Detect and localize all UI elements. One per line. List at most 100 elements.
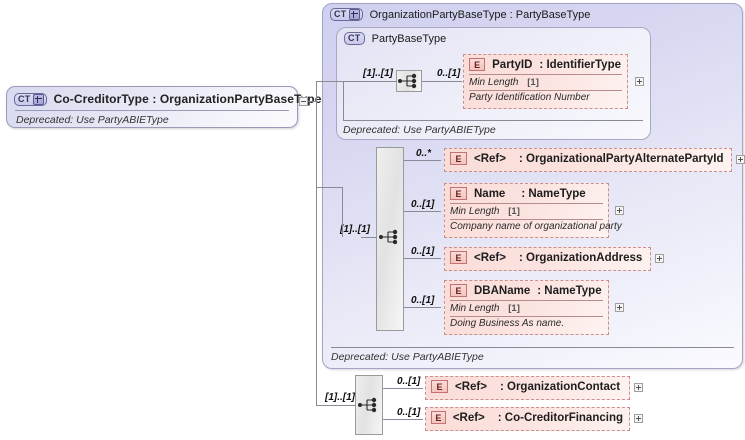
connector-branch-party-base (316, 81, 343, 82)
connector-root-stub (308, 101, 317, 102)
plus-icon[interactable] (348, 9, 360, 20)
connector-branch-mid-drop (342, 187, 343, 237)
party-base-type-annotation-divider (343, 120, 643, 121)
badge-text: CT (334, 9, 347, 19)
connector-ref-alternate (404, 160, 441, 161)
cardinality-organization-sequence: [1]..[1] (340, 224, 370, 235)
divider (15, 110, 289, 111)
element-badge-icon: E (431, 380, 448, 393)
divider (450, 203, 603, 204)
complex-type-badge-icon[interactable]: CT (330, 8, 363, 21)
group-header-organization-party-base-type: CT OrganizationPartyBaseType : PartyBase… (330, 8, 590, 21)
element-partyid-header: E PartyID : IdentifierType (464, 55, 627, 74)
element-type: : OrganizationContact (499, 380, 621, 393)
connector-name (404, 211, 441, 212)
connector-organization-contact (383, 388, 423, 389)
expander-name-plus-icon[interactable] (615, 206, 624, 215)
group-annotation: Deprecated: Use PartyABIEType (331, 351, 484, 363)
connector-branch-mid (316, 187, 342, 188)
element-badge-icon: E (450, 284, 467, 297)
root-type-header: CT Co-CreditorType : OrganizationPartyBa… (7, 87, 321, 110)
root-type-title: Co-CreditorType : OrganizationPartyBaseT… (53, 92, 322, 106)
element-type: : OrganizationAddress (518, 251, 643, 264)
expander-partyid-plus-icon[interactable] (635, 77, 644, 86)
cardinality-bottom-sequence: [1]..[1] (325, 392, 355, 403)
element-partyid-facet: Min Length [1] (464, 75, 627, 90)
plus-icon[interactable] (32, 93, 44, 105)
element-type: : Co-CreditorFinancing (497, 411, 623, 424)
element-header: E <Ref> : OrganizationContact (426, 377, 629, 396)
expander-dbaname-plus-icon[interactable] (615, 303, 624, 312)
connector-ref-address (404, 258, 441, 259)
sequence-icon (379, 229, 398, 245)
element-badge-icon: E (450, 187, 467, 200)
cardinality-dbaname: 0..[1] (411, 295, 435, 306)
element-ref-organization-address[interactable]: E <Ref> : OrganizationAddress (444, 247, 651, 271)
element-partyid-name: PartyID (492, 58, 533, 71)
cardinality-partyid: 0..[1] (437, 68, 461, 79)
expander-co-creditor-financing-plus-icon[interactable] (634, 414, 643, 423)
badge-text: CT (18, 93, 31, 104)
element-partyid-type: : IdentifierType (539, 58, 621, 71)
party-base-type-title: PartyBaseType (371, 32, 447, 45)
element-badge-icon: E (431, 411, 446, 424)
element-name: <Ref> (455, 380, 487, 393)
collapse-toggle-minus-icon[interactable] (299, 97, 308, 106)
element-partyid[interactable]: E PartyID : IdentifierType Min Length [1… (463, 54, 628, 109)
element-type: : OrganizationalPartyAlternatePartyId (518, 152, 724, 165)
element-type: : NameType (521, 187, 586, 200)
facet-value: [1] (508, 303, 520, 314)
sequence-icon (398, 73, 417, 89)
divider (469, 90, 622, 91)
badge-text: CT (348, 33, 361, 43)
complex-type-badge-icon[interactable]: CT (14, 92, 47, 106)
complex-type-badge-icon[interactable]: CT (344, 32, 365, 45)
element-header: E <Ref> : Co-CreditorFinancing (426, 408, 629, 427)
party-base-type-annotation: Deprecated: Use PartyABIEType (343, 124, 496, 136)
root-type-box-co-creditor-type[interactable]: CT Co-CreditorType : OrganizationPartyBa… (6, 86, 321, 128)
cardinality-name: 0..[1] (411, 199, 435, 210)
element-name-box[interactable]: E Name : NameType Min Length [1] Company… (444, 183, 622, 238)
facet-label: Min Length (469, 77, 519, 88)
element-ref-organizational-party-alternate-party-id[interactable]: E <Ref> : OrganizationalPartyAlternatePa… (444, 148, 732, 172)
element-header: E <Ref> : OrganizationAddress (445, 248, 650, 267)
expander-organization-contact-plus-icon[interactable] (634, 383, 643, 392)
cardinality-co-creditor-financing: 0..[1] (397, 407, 421, 418)
divider (450, 219, 603, 220)
element-badge-icon: E (469, 58, 486, 71)
element-dbaname[interactable]: E DBAName : NameType Min Length [1] Doin… (444, 280, 609, 335)
element-header: E Name : NameType (445, 184, 608, 203)
cardinality-organization-contact: 0..[1] (397, 376, 421, 387)
element-badge-icon: E (450, 152, 467, 165)
divider (469, 74, 622, 75)
connector-dbaname (404, 307, 441, 308)
element-partyid-documentation: Party Identification Number (469, 92, 590, 103)
element-badge-icon: E (450, 251, 467, 264)
element-name: <Ref> (474, 152, 506, 165)
facet-value: [1] (508, 206, 520, 217)
connector-party-base-rail (343, 81, 344, 121)
expander-ref-address-plus-icon[interactable] (655, 254, 664, 263)
cardinality-ref-address: 0..[1] (411, 246, 435, 257)
element-ref-co-creditor-financing[interactable]: E <Ref> : Co-CreditorFinancing (425, 407, 630, 431)
element-header: E <Ref> : OrganizationalPartyAlternatePa… (445, 149, 731, 168)
element-name-facet: Min Length [1] (445, 204, 608, 219)
connector-party-base-sequence-out (422, 81, 462, 82)
element-name-documentation: Company name of organizational party (450, 221, 622, 232)
root-type-annotation: Deprecated: Use PartyABIEType (16, 114, 169, 126)
element-name: Name (474, 187, 506, 200)
cardinality-ref-alternate: 0..* (416, 148, 432, 159)
connector-organization-sequence-in (361, 237, 376, 238)
connector-bottom-sequence-in (316, 405, 355, 406)
element-ref-organization-contact[interactable]: E <Ref> : OrganizationContact (425, 376, 630, 400)
sequence-compositor-organization[interactable] (376, 147, 404, 331)
element-header: E DBAName : NameType (445, 281, 608, 300)
element-dbaname-facet: Min Length [1] (445, 301, 608, 316)
expander-ref-alternate-plus-icon[interactable] (736, 155, 745, 164)
connector-root-trunk (316, 81, 317, 406)
facet-label: Min Length (450, 303, 500, 314)
facet-value: [1] (527, 77, 539, 88)
element-type: : NameType (537, 284, 602, 297)
element-name: <Ref> (452, 411, 485, 424)
group-annotation-divider (331, 347, 734, 348)
